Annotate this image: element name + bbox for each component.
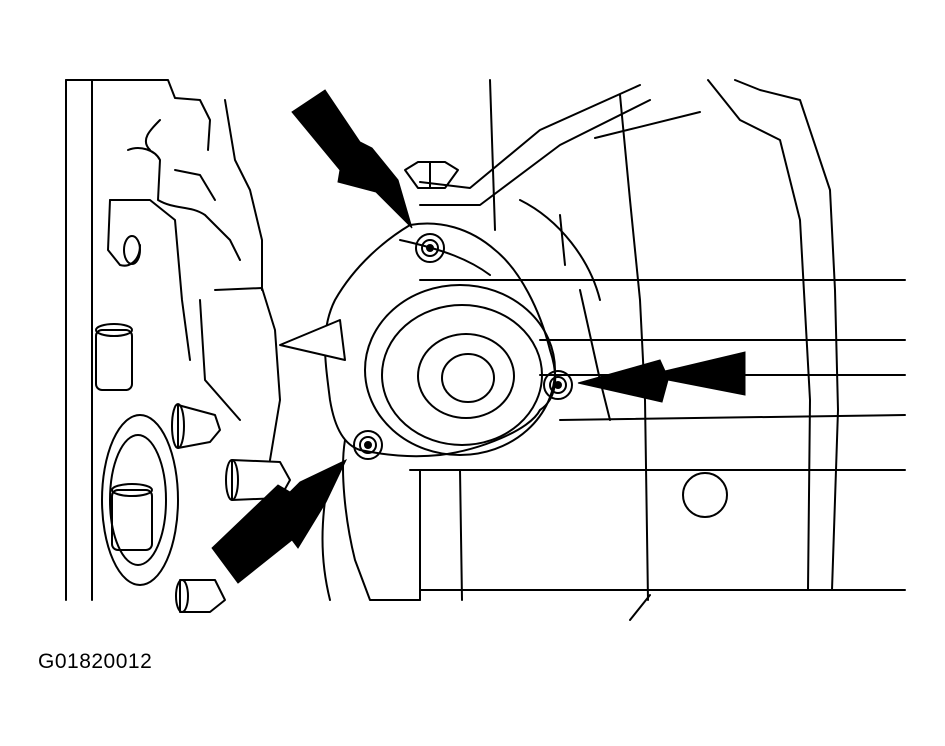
transmission-housing xyxy=(410,80,905,620)
callout-arrow-right xyxy=(578,352,745,402)
bolt-right xyxy=(544,371,572,399)
callout-arrow-top xyxy=(292,90,412,228)
shift-rod xyxy=(405,85,700,205)
bolt-top xyxy=(416,234,444,262)
callout-arrow-bottom xyxy=(212,460,346,583)
engine-block xyxy=(66,80,290,612)
bolt-bottom xyxy=(354,431,382,459)
engine-illustration xyxy=(0,0,945,640)
figure-code: G01820012 xyxy=(38,650,153,673)
